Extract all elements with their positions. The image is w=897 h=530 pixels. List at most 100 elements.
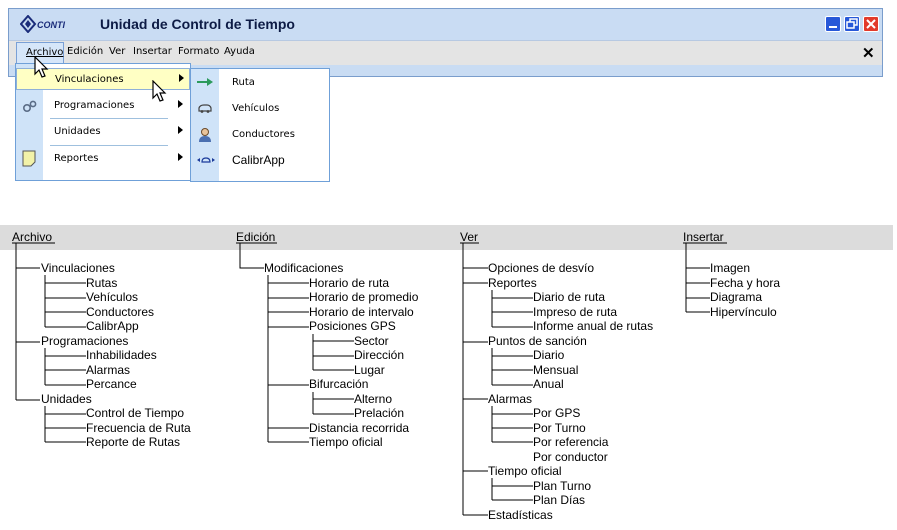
- tree-node: Alterno: [354, 392, 393, 406]
- tree-node: Hipervínculo: [710, 305, 777, 319]
- tree-node: Estadísticas: [488, 508, 553, 522]
- tree-node: Imagen: [710, 261, 751, 275]
- title-bar[interactable]: CONTI Unidad de Control de Tiempo: [9, 9, 882, 39]
- menu-ayuda[interactable]: Ayuda: [224, 46, 255, 57]
- restore-icon: [846, 18, 858, 29]
- dropdown-item-reportes[interactable]: Reportes: [16, 148, 190, 170]
- tree-node: Vehículos: [86, 290, 139, 304]
- tree-node: Bifurcación: [309, 377, 369, 391]
- arrow-right-icon: [197, 78, 213, 86]
- dropdown-item-unidades[interactable]: Unidades: [16, 121, 190, 143]
- tree-node: Tiempo oficial: [488, 464, 562, 478]
- tree-node: Inhabilidades: [86, 348, 157, 362]
- tree-node: Programaciones: [41, 334, 129, 348]
- tree-node: Horario de intervalo: [309, 305, 414, 319]
- menu-ver[interactable]: Ver: [109, 46, 126, 57]
- calibrate-icon: [197, 157, 215, 163]
- tree-node: Por conductor: [533, 450, 608, 464]
- submenu-item-conductores[interactable]: Conductores: [191, 123, 329, 147]
- conti-logo: CONTI: [20, 15, 65, 33]
- car-icon: [198, 104, 212, 113]
- tree-title-archivo: Archivo: [12, 230, 53, 244]
- tree-node: Dirección: [354, 348, 405, 362]
- dropdown-item-label: Reportes: [54, 153, 99, 164]
- dropdown-item-vinculaciones[interactable]: Vinculaciones: [16, 68, 190, 90]
- note-icon: [22, 150, 36, 167]
- gears-icon: [22, 100, 37, 113]
- mouse-pointer-icon: [152, 80, 167, 102]
- menu-edicion[interactable]: Edición: [67, 46, 104, 57]
- tree-node: Lugar: [354, 363, 385, 377]
- dropdown-item-label: Programaciones: [54, 100, 135, 111]
- tree-node: Impreso de ruta: [533, 305, 618, 319]
- tree-node: Informe anual de rutas: [533, 319, 654, 333]
- mouse-pointer-icon: [34, 56, 49, 78]
- close-icon: [866, 19, 876, 29]
- tree-node: Reportes: [488, 276, 537, 290]
- submenu-item-label: Vehículos: [232, 103, 280, 114]
- dropdown-item-label: Unidades: [54, 126, 101, 137]
- tree-node: CalibrApp: [86, 319, 139, 333]
- submenu-item-label: CalibrApp: [232, 153, 285, 167]
- menu-tree-header: [0, 225, 893, 250]
- dropdown-separator: [50, 145, 168, 146]
- minimize-icon: [829, 26, 837, 28]
- tree-node: Por GPS: [533, 406, 581, 420]
- submenu-arrow-icon: [178, 100, 183, 108]
- tree-node: Control de Tiempo: [86, 406, 185, 420]
- tree-node: Percance: [86, 377, 137, 391]
- tree-node: Rutas: [86, 276, 118, 290]
- tree-node: Sector: [354, 334, 389, 348]
- menu-formato[interactable]: Formato: [178, 46, 220, 57]
- tree-node: Diario de ruta: [533, 290, 606, 304]
- driver-icon: [199, 128, 211, 142]
- minimize-button[interactable]: [825, 16, 841, 32]
- dropdown-item-programaciones[interactable]: Programaciones: [16, 95, 190, 117]
- tree-node: Unidades: [41, 392, 92, 406]
- submenu-arrow-icon: [178, 126, 183, 134]
- tree-title-edicion: Edición: [236, 230, 276, 244]
- tree-node: Plan Días: [533, 493, 586, 507]
- tree-node: Distancia recorrida: [309, 421, 410, 435]
- tree-node: Puntos de sanción: [488, 334, 587, 348]
- menu-bar: Archivo Edición Ver Insertar Formato Ayu…: [9, 40, 882, 65]
- tree-node: Por referencia: [533, 435, 609, 449]
- tree-node: Alarmas: [86, 363, 131, 377]
- submenu-item-vehiculos[interactable]: Vehículos: [191, 97, 329, 121]
- tree-title-ver: Ver: [460, 230, 479, 244]
- menu-insertar[interactable]: Insertar: [133, 46, 172, 57]
- submenu-item-label: Ruta: [232, 77, 255, 88]
- dropdown-separator: [50, 118, 168, 119]
- close-button[interactable]: [863, 16, 879, 32]
- tree-node: Fecha y hora: [710, 276, 781, 290]
- logo-text: CONTI: [37, 20, 65, 30]
- tree-node: Opciones de desvío: [488, 261, 595, 275]
- tree-node: Plan Turno: [533, 479, 592, 493]
- tree-node: Prelación: [354, 406, 405, 420]
- submenu-arrow-icon: [178, 153, 183, 161]
- tree-node: Anual: [533, 377, 564, 391]
- tree-node: Conductores: [86, 305, 155, 319]
- tree-node: Frecuencia de Ruta: [86, 421, 191, 435]
- submenu-arrow-icon: [179, 74, 184, 82]
- archivo-dropdown: Vinculaciones Programaciones Unidades Re…: [15, 63, 191, 181]
- tree-node: Diario: [533, 348, 565, 362]
- submenu-item-label: Conductores: [232, 129, 295, 140]
- menubar-close-button[interactable]: ✕: [862, 45, 875, 62]
- menu-archivo-label: Archivo: [26, 47, 64, 58]
- tree-node: Modificaciones: [264, 261, 344, 275]
- tree-node: Reporte de Rutas: [86, 435, 181, 449]
- submenu-item-calibrapp[interactable]: CalibrApp: [191, 149, 329, 173]
- window-title: Unidad de Control de Tiempo: [100, 16, 295, 32]
- tree-node: Mensual: [533, 363, 579, 377]
- tree-title-insertar: Insertar: [683, 230, 724, 244]
- tree-node: Alarmas: [488, 392, 533, 406]
- maximize-button[interactable]: [844, 16, 860, 32]
- tree-node: Vinculaciones: [41, 261, 115, 275]
- tree-node: Diagrama: [710, 290, 763, 304]
- tree-node: Horario de ruta: [309, 276, 390, 290]
- tree-node: Por Turno: [533, 421, 586, 435]
- submenu-item-ruta[interactable]: Ruta: [191, 71, 329, 95]
- app-window: CONTI Unidad de Control de Tiempo Archiv…: [8, 8, 883, 77]
